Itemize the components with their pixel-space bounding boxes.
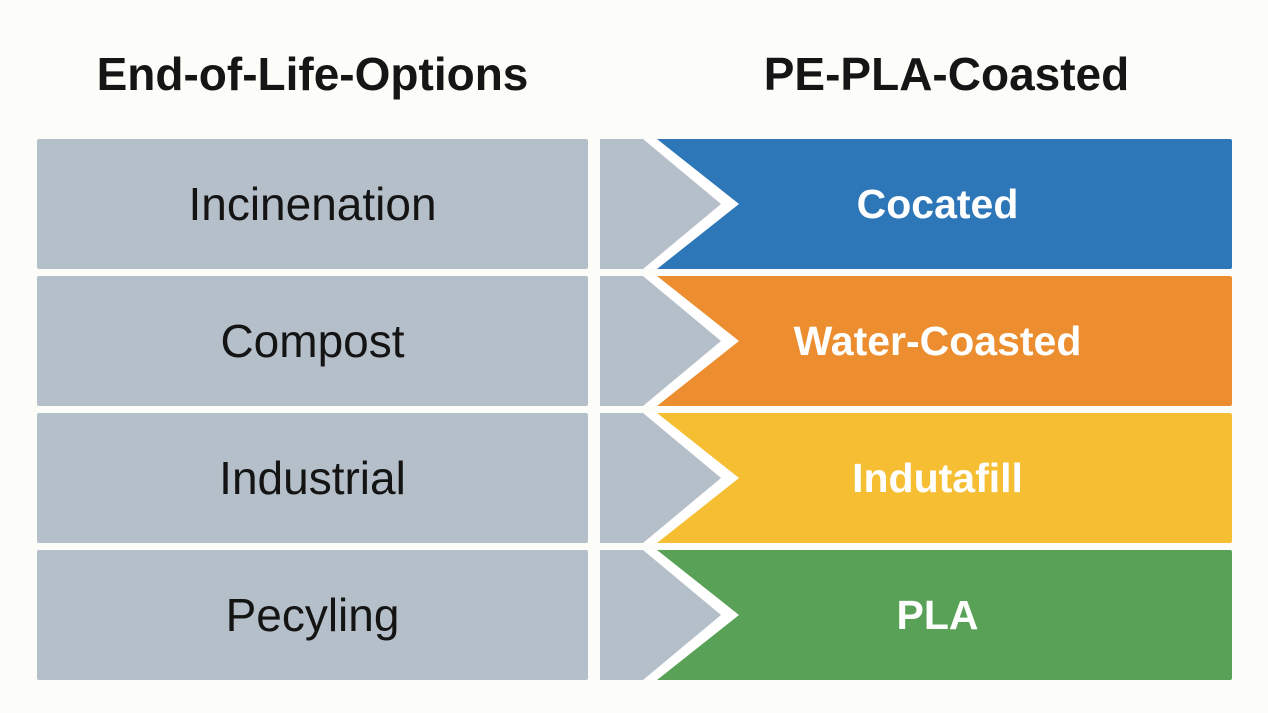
result-label: Cocated [856, 180, 1019, 227]
chevron-right-icon [600, 139, 739, 269]
result-bar [643, 276, 1232, 406]
option-box: Incinenation [37, 139, 588, 269]
result-label: Water-Coasted [793, 317, 1082, 364]
comparison-rows: Incinenation Cocated Compost Water-Coast… [0, 139, 1268, 680]
option-box: Pecyling [37, 550, 588, 680]
result-label: PLA [896, 591, 979, 638]
chevron-right-icon [600, 413, 739, 543]
option-box: Industrial [37, 413, 588, 543]
result-bar [643, 139, 1232, 269]
result-label: Indutafill [852, 454, 1023, 501]
header-row: End-of-Life-Options PE-PLA-Coasted [0, 0, 1268, 137]
result-cell: Water-Coasted [600, 276, 1232, 406]
option-box: Compost [37, 276, 588, 406]
result-cell: Indutafill [600, 413, 1232, 543]
right-column-title: PE-PLA-Coasted [763, 47, 1130, 100]
table-row: Industrial Indutafill [0, 413, 1268, 543]
chevron-right-icon [600, 276, 739, 406]
result-bar [643, 413, 1232, 543]
chevron-right-icon [600, 550, 739, 680]
result-bar [643, 550, 1232, 680]
result-cell: Cocated [600, 139, 1232, 269]
table-row: Pecyling PLA [0, 550, 1268, 680]
table-row: Incinenation Cocated [0, 139, 1268, 269]
table-row: Compost Water-Coasted [0, 276, 1268, 406]
left-column-title: End-of-Life-Options [96, 47, 529, 100]
result-cell: PLA [600, 550, 1232, 680]
